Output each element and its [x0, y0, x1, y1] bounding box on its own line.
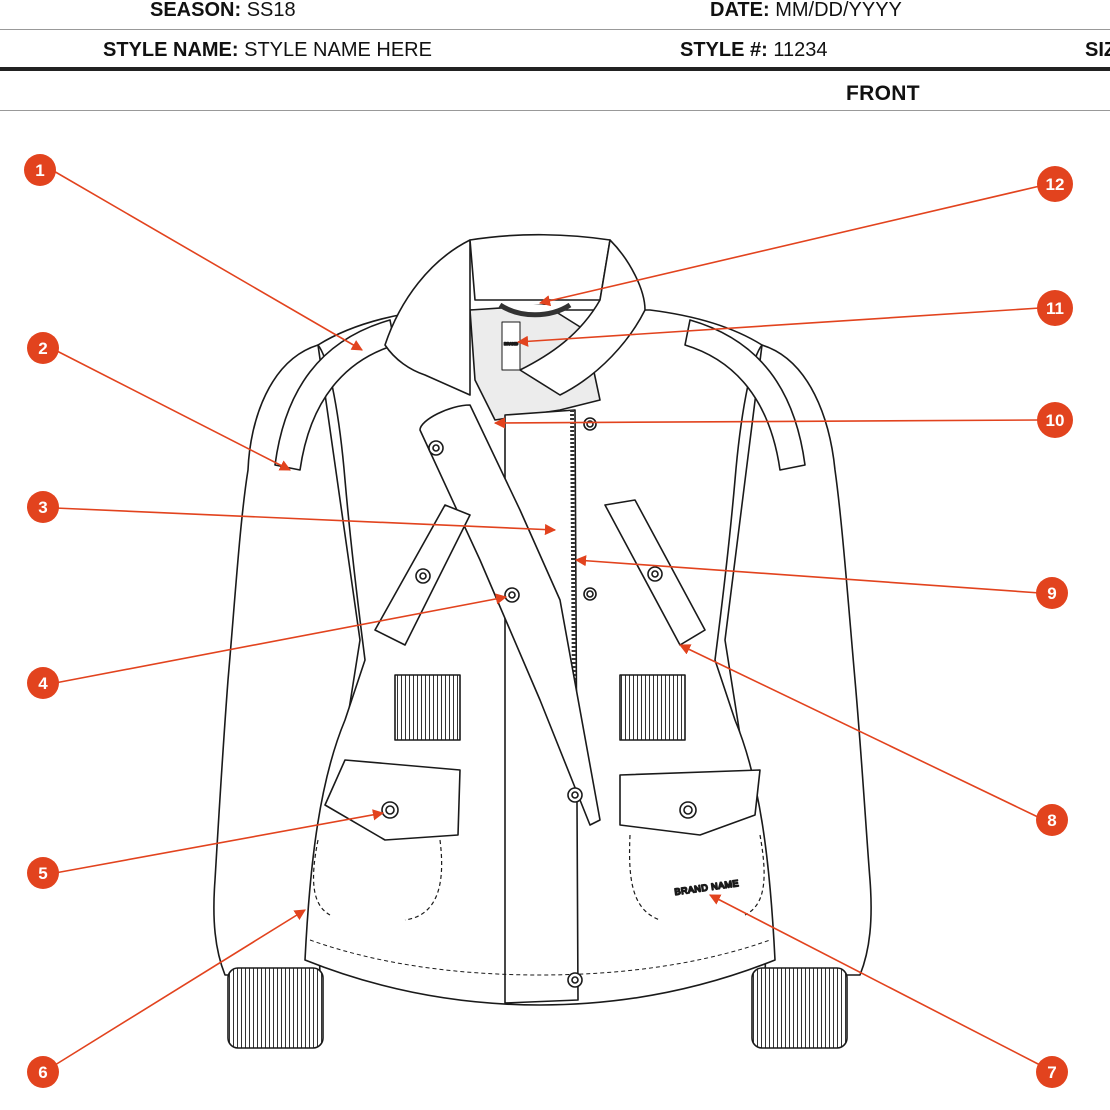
- style-number-field: STYLE #: 11234: [680, 36, 828, 64]
- right-waist-rib: [619, 674, 686, 741]
- callout-number-6: 6: [38, 1063, 47, 1082]
- snap-buttons: [381, 417, 697, 988]
- left-waist-rib: [394, 674, 461, 741]
- callout-badge-11: 11: [1037, 290, 1073, 326]
- callout-line-12: [538, 185, 1041, 307]
- left-lower-pocket: [324, 759, 461, 841]
- callout-lines: [51, 169, 1041, 1066]
- hem-stitch: [309, 939, 771, 976]
- callout-badge-5: 5: [27, 857, 59, 889]
- callout-number-7: 7: [1047, 1063, 1056, 1082]
- view-divider: [0, 110, 1110, 111]
- right-lower-pocket-bag: [629, 834, 765, 921]
- right-raglan-panel: [684, 319, 806, 471]
- size-label: SIZ: [1085, 39, 1110, 61]
- date-field: DATE: MM/DD/YYYY: [710, 0, 902, 24]
- style-name-label: STYLE NAME:: [103, 39, 239, 61]
- callout-number-5: 5: [38, 864, 47, 883]
- callout-number-12: 12: [1046, 175, 1065, 194]
- callout-number-2: 2: [38, 339, 47, 358]
- callout-line-7: [709, 894, 1041, 1066]
- left-cuff: [227, 967, 324, 1049]
- style-number-value: 11234: [773, 39, 828, 61]
- header-divider-thick: [0, 67, 1110, 71]
- jacket: BRAND: [213, 233, 872, 1049]
- callout-line-11: [516, 307, 1041, 347]
- callout-number-4: 4: [38, 674, 48, 693]
- callout-badge-4: 4: [27, 667, 59, 699]
- callout-number-8: 8: [1047, 811, 1056, 830]
- collar-back: [469, 233, 611, 301]
- callout-number-1: 1: [35, 161, 44, 180]
- brand-label: [501, 321, 521, 371]
- collar-left: [384, 239, 471, 396]
- left-lower-pocket-bag: [312, 839, 443, 921]
- callout-badge-2: 2: [27, 332, 59, 364]
- callout-number-3: 3: [38, 498, 47, 517]
- date-label: DATE:: [710, 0, 770, 21]
- right-cuff: [751, 967, 848, 1049]
- zipper: [570, 409, 576, 701]
- callout-badge-8: 8: [1036, 804, 1068, 836]
- callout-number-10: 10: [1046, 411, 1065, 430]
- callout-line-4: [54, 593, 508, 684]
- callout-badges: 1 2 3 4 5 6 7: [24, 154, 1073, 1088]
- style-name-field: STYLE NAME: STYLE NAME HERE: [103, 36, 432, 64]
- callout-line-3: [54, 507, 557, 536]
- season-label: SEASON:: [150, 0, 242, 21]
- callout-number-11: 11: [1046, 299, 1064, 318]
- callout-line-2: [54, 349, 291, 471]
- callout-badge-7: 7: [1036, 1056, 1068, 1088]
- neck-tape: [498, 302, 572, 318]
- callout-badge-10: 10: [1037, 402, 1073, 438]
- brand-label-text: BRAND: [504, 341, 518, 346]
- callout-line-10: [493, 417, 1041, 429]
- callout-badge-12: 12: [1037, 166, 1073, 202]
- callout-badge-9: 9: [1036, 577, 1068, 609]
- storm-flap: [419, 404, 601, 826]
- season-value: SS18: [246, 0, 296, 21]
- view-title: FRONT: [846, 82, 920, 105]
- callout-line-1: [51, 169, 363, 351]
- callout-badge-1: 1: [24, 154, 56, 186]
- callout-badge-3: 3: [27, 491, 59, 523]
- callout-line-8: [678, 644, 1041, 819]
- header-row-style: STYLE NAME: STYLE NAME HERE STYLE #: 112…: [0, 36, 1110, 64]
- date-value: MM/DD/YYYY: [775, 0, 902, 21]
- callout-line-9: [574, 555, 1041, 594]
- style-number-label: STYLE #:: [680, 39, 768, 61]
- season-field: SEASON: SS18: [150, 0, 296, 24]
- callout-line-6: [54, 909, 306, 1066]
- header-row-season: SEASON: SS18 DATE: MM/DD/YYYY: [0, 0, 1110, 24]
- callout-line-5: [54, 809, 385, 874]
- style-name-value: STYLE NAME HERE: [244, 39, 432, 61]
- header-divider-thin: [0, 29, 1110, 30]
- callout-number-9: 9: [1047, 584, 1056, 603]
- callout-badge-6: 6: [27, 1056, 59, 1088]
